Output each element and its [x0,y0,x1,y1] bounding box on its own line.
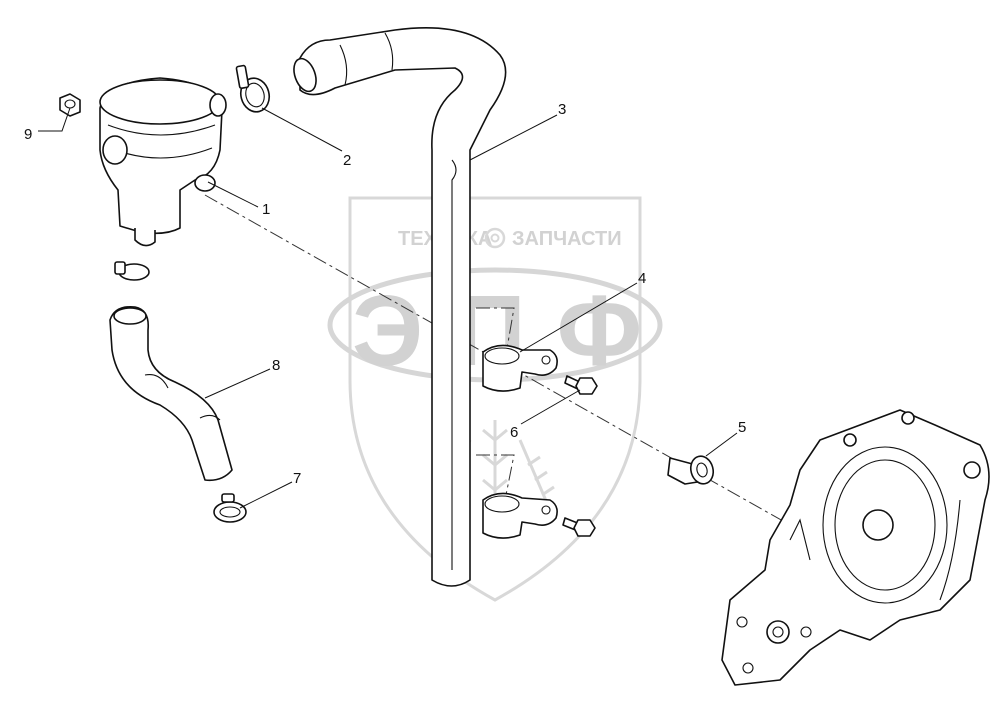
callout-6: 6 [510,424,518,441]
watermark-shield [348,196,642,602]
part-5-spacer [667,455,715,485]
part-8-curved-hose [109,305,233,482]
watermark-brand-right: ЗАПЧАСТИ [512,228,622,250]
part-6-bolt-upper [564,375,598,395]
part-7-clamp-upper [114,261,150,281]
callout-4: 4 [638,270,646,287]
part-1-oil-separator [99,77,227,247]
part-7-clamp-lower [213,493,247,523]
watermark: ТЕХНИКА ЗАПЧАСТИ ЭПФ [327,196,663,602]
part-4-p-clamp-upper [482,344,558,392]
callout-labels: 9 2 3 1 4 5 6 7 8 [24,101,746,487]
part-3-vent-pipe [293,27,507,587]
part-6-bolt-lower [562,517,596,537]
part-4-p-clamp-lower [482,492,558,539]
part-9-nut [59,93,81,117]
gear-icon [484,227,506,249]
callout-2: 2 [343,152,351,169]
callout-3: 3 [558,101,566,118]
callout-8: 8 [272,357,280,374]
engine-housing [721,409,990,686]
callout-7: 7 [293,470,301,487]
callout-5: 5 [738,419,746,436]
callout-1: 1 [262,201,270,218]
part-2-hose-clamp [235,64,271,113]
callout-9: 9 [24,126,32,143]
leader-lines [38,107,738,509]
